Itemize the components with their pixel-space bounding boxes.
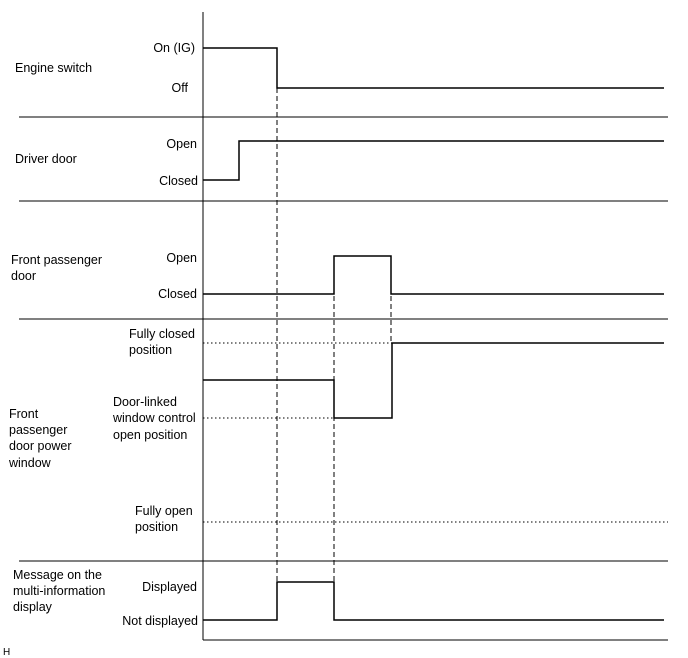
power-window-waveform: [203, 342, 664, 419]
message-display-label: Message on the multi-information display: [13, 568, 109, 614]
window-reference-levels: [203, 342, 668, 523]
state-label: Off: [172, 81, 189, 95]
state-label: Displayed: [142, 580, 197, 594]
engine-switch-waveform: [203, 47, 664, 89]
front-passenger-door-waveform: [203, 255, 664, 295]
state-label: Fully open position: [135, 504, 196, 534]
engine-switch-label: Engine switch: [15, 61, 92, 75]
footer-code: H: [3, 647, 10, 658]
state-label: Door-linked window control open position: [112, 395, 199, 442]
state-label: Open: [166, 251, 197, 265]
driver-door-waveform: [203, 140, 664, 181]
signal-names: Engine switch Driver door Front passenge…: [8, 61, 109, 614]
waveforms: [203, 47, 664, 621]
power-window-label: Front passenger door power window: [8, 407, 75, 470]
state-label: Open: [166, 137, 197, 151]
time-markers: [276, 88, 392, 582]
message-display-waveform: [203, 581, 664, 621]
state-labels: On (IG) Off Open Closed Open Closed Full…: [112, 41, 199, 628]
state-label: Not displayed: [122, 614, 198, 628]
state-label: Closed: [158, 287, 197, 301]
driver-door-label: Driver door: [15, 152, 77, 166]
state-label: On (IG): [153, 41, 195, 55]
chart-frame: [19, 12, 668, 641]
state-label: Fully closed position: [129, 327, 198, 357]
front-passenger-door-label: Front passenger door: [11, 253, 106, 283]
state-label: Closed: [159, 174, 198, 188]
